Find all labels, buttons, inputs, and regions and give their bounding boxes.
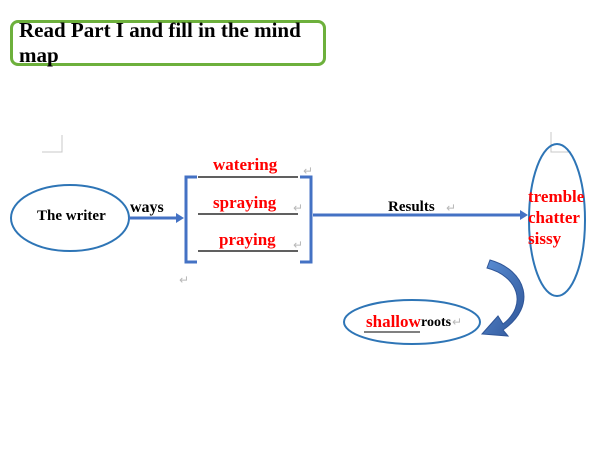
- paragraph-mark-1: ↵: [303, 164, 314, 178]
- crop-mark-left: [42, 135, 63, 153]
- outcome-answer: shallow: [366, 312, 421, 331]
- title-text: Read Part I and fill in the mind map: [19, 18, 301, 67]
- ways-arrowhead: [176, 213, 184, 223]
- result-item-2: chatter: [528, 208, 580, 227]
- results-node-ellipse: [528, 143, 586, 297]
- paragraph-mark-5: ↵: [446, 201, 457, 215]
- way-item-2: spraying: [213, 193, 277, 212]
- paragraph-mark-2: ↵: [293, 201, 304, 215]
- way-item-3: praying: [219, 230, 276, 249]
- curved-arrow: [480, 259, 525, 337]
- paragraph-mark-6: ↵: [452, 315, 463, 329]
- outcome-node-ellipse: [343, 299, 481, 345]
- way-item-1: watering: [213, 155, 278, 174]
- left-bracket: [184, 175, 197, 264]
- paragraph-mark-4: ↵: [179, 273, 190, 287]
- ways-label: ways: [130, 199, 164, 216]
- results-arrowhead: [520, 210, 528, 220]
- results-label: Results: [388, 199, 435, 215]
- right-bracket: [300, 175, 313, 264]
- writer-node-label: The writer: [37, 208, 106, 224]
- paragraph-mark-3: ↵: [293, 238, 304, 252]
- crop-mark-right: [550, 132, 571, 153]
- title-box: Read Part I and fill in the mind map: [10, 18, 326, 67]
- result-item-3: sissy: [528, 229, 562, 248]
- outcome-rest: roots: [421, 315, 452, 330]
- result-item-1: tremble: [528, 187, 585, 206]
